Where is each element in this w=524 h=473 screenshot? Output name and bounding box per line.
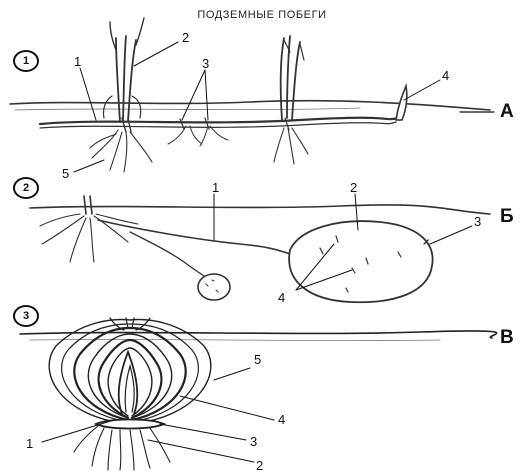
panel-2-label: 2 [350, 180, 357, 195]
panel-3-label: 3 [250, 434, 257, 449]
leader-line [182, 70, 205, 120]
bulb-roots [74, 426, 170, 470]
leader-line [205, 70, 208, 120]
panel-1-rhizome [10, 18, 494, 172]
leader-line [180, 396, 274, 420]
leader-line [80, 68, 96, 120]
panel-3-bulb [20, 318, 497, 470]
panel-1-label: 4 [442, 68, 449, 83]
fleshy-scale [74, 328, 185, 420]
panel-3-label: 1 [26, 436, 33, 451]
panel-1-label: 2 [182, 30, 189, 45]
panel-2-label: 4 [278, 290, 285, 305]
potato-tuber [289, 221, 432, 302]
panel-3-label: 2 [256, 458, 263, 473]
aerial-shoot-1-leaf [110, 18, 144, 50]
panel-2-label: 3 [474, 214, 481, 229]
adventitious-roots-3 [274, 128, 308, 164]
adventitious-roots-1 [90, 130, 152, 172]
aerial-shoot-2 [281, 36, 300, 120]
panel-1-label: 1 [74, 54, 81, 69]
inner-bud-core [125, 366, 134, 412]
young-tuber [198, 274, 230, 300]
panel-3-soil-texture [30, 339, 440, 340]
panel-1-labels: 1 2 3 4 5 [62, 30, 449, 181]
dry-scale [62, 324, 199, 422]
aerial-shoot-1-sheath [103, 96, 140, 118]
panel-1-soil-line [10, 101, 490, 110]
panel-1-label: 5 [62, 166, 69, 181]
stolon-main [98, 220, 292, 254]
panel-2-label: 1 [212, 180, 219, 195]
aerial-shoot-2-leaf [284, 40, 304, 60]
panel-2-tuber [30, 194, 490, 302]
leader-line [74, 160, 104, 172]
panel-2-soil-line [30, 205, 490, 214]
adventitious-roots-2 [168, 126, 228, 146]
fleshy-scale [88, 334, 171, 418]
leader-line [430, 226, 472, 244]
mother-stem-base [84, 196, 92, 214]
leader-line [160, 424, 246, 440]
panel-3-label: 4 [278, 412, 285, 427]
panel-1-label: 3 [202, 56, 209, 71]
inner-bud [119, 352, 138, 414]
leader-line [214, 368, 250, 380]
bulb-bottom-disc [96, 420, 164, 429]
leader-line [134, 42, 178, 66]
panel-3-label: 5 [254, 352, 261, 367]
mother-plant-roots [40, 214, 138, 262]
leader-line [42, 420, 114, 442]
leader-line [404, 80, 440, 100]
